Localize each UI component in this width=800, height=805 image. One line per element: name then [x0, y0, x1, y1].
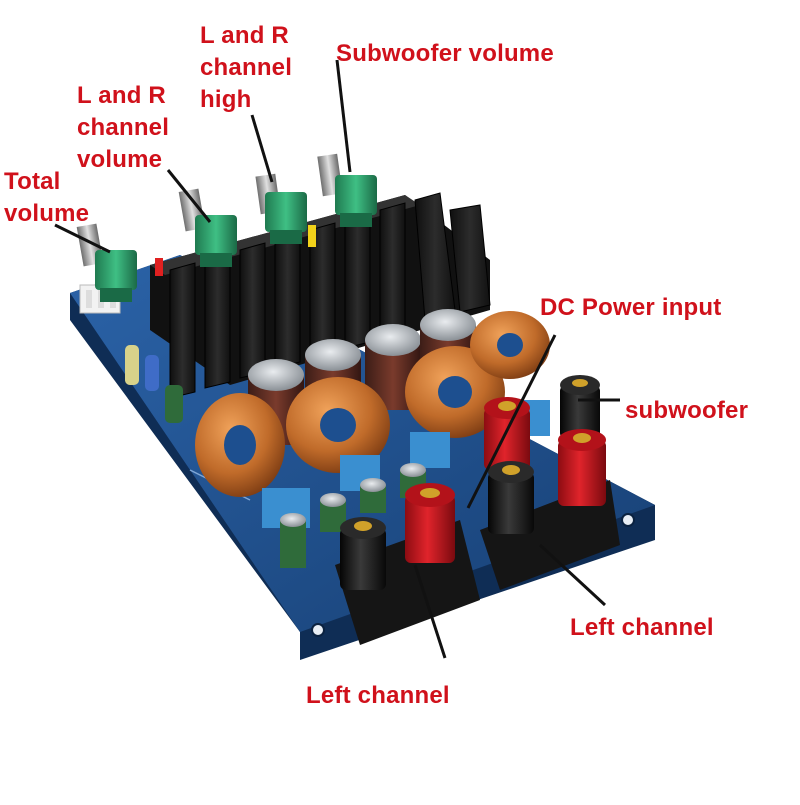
pointer-left-channel-bottom	[413, 564, 447, 659]
knob-subwoofer-volume	[317, 153, 377, 227]
label-subwoofer-volume: Subwoofer volume	[336, 40, 554, 67]
knob-lr-volume	[178, 188, 237, 267]
pointer-total-volume	[54, 223, 111, 254]
knob-total-volume	[76, 223, 137, 302]
label-total-volume: Total volume	[4, 168, 90, 227]
pointer-left-channel-right	[538, 543, 607, 607]
black-terminal	[340, 517, 386, 590]
small-components	[125, 225, 316, 423]
right-terminal-block	[480, 375, 620, 590]
pointer-dc-power	[466, 334, 557, 509]
knob-lr-high	[255, 173, 307, 244]
potentiometer-knobs	[76, 153, 377, 302]
label-lr-channel-volume: L and R channel volume	[77, 82, 170, 173]
label-lr-channel-high: L and R channel high	[200, 22, 293, 113]
pointer-subwoofer-volume	[335, 59, 352, 173]
red-terminal	[558, 429, 606, 506]
label-left-channel-right: Left channel	[570, 614, 714, 641]
label-left-channel-bottom: Left channel	[306, 682, 450, 709]
label-dc-power-input: DC Power input	[540, 294, 722, 321]
label-subwoofer: subwoofer	[625, 397, 749, 424]
black-terminal	[488, 461, 534, 534]
film-capacitors	[262, 400, 550, 568]
red-terminal	[405, 483, 455, 563]
left-terminal-block	[335, 483, 480, 645]
pointer-lines	[54, 59, 620, 659]
pointer-lr-high	[250, 114, 274, 183]
pointer-lr-volume	[166, 169, 212, 223]
toroidal-inductors	[195, 311, 550, 497]
